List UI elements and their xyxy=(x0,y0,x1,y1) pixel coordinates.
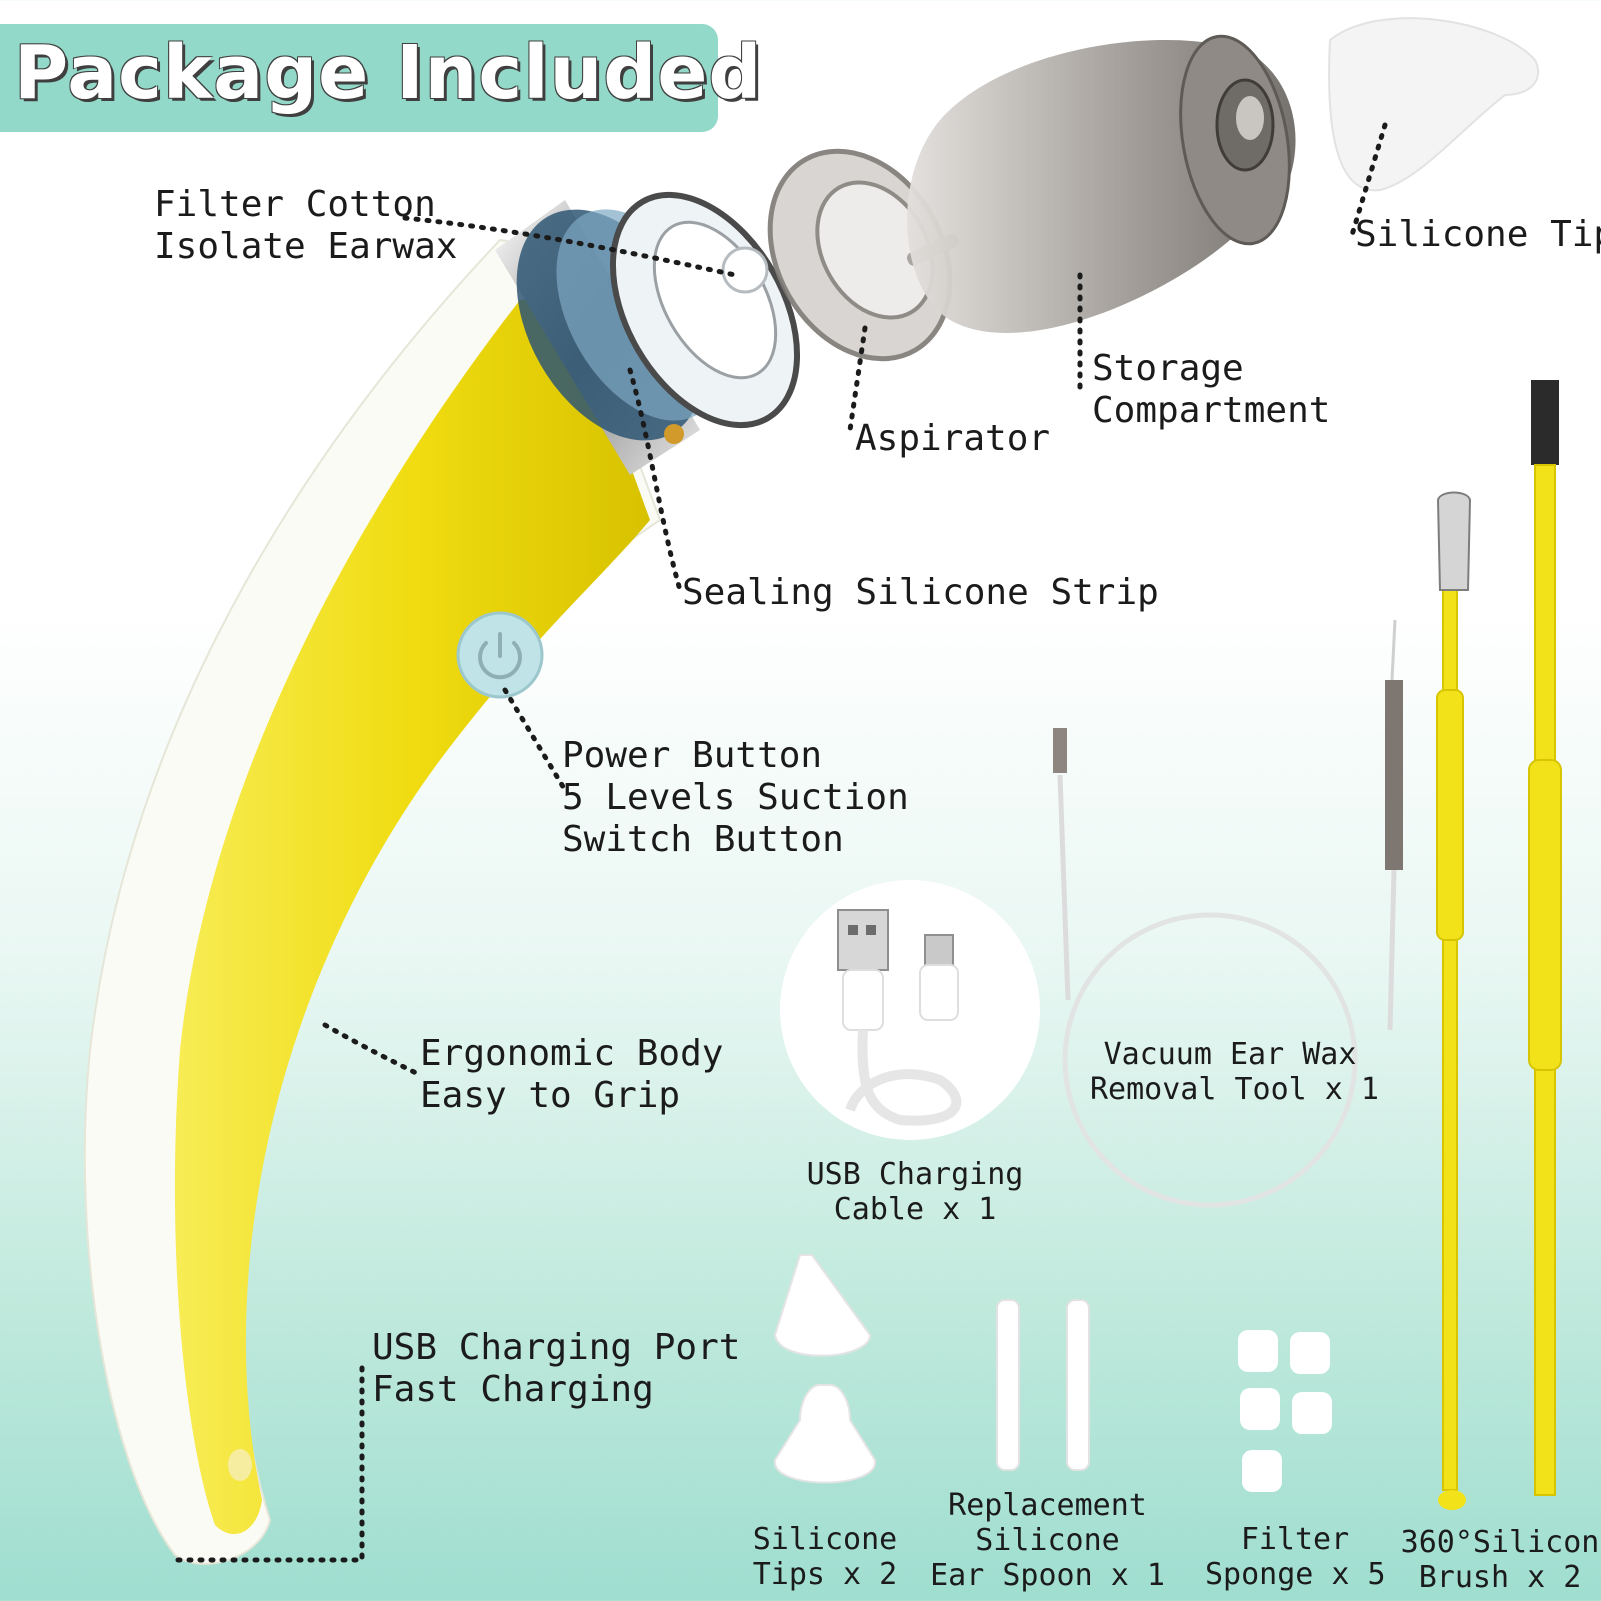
label-aspirator: Aspirator xyxy=(855,418,1051,459)
label-filter-cotton: Filter Cotton Isolate Earwax xyxy=(154,184,458,267)
filter-cup xyxy=(609,191,801,429)
storage-compartment xyxy=(907,34,1296,333)
silicone-tip-top xyxy=(1328,17,1540,192)
label-silicone-tips-set: Silicone Tips x 2 xyxy=(752,1522,898,1592)
label-vacuum-tool: Vacuum Ear Wax Removal Tool x 1 xyxy=(1090,1037,1379,1107)
label-usb-cable: USB Charging Cable x 1 xyxy=(806,1157,1024,1227)
silicone-tips-image xyxy=(773,1254,877,1484)
title-banner xyxy=(0,24,718,132)
label-power-button: Power Button 5 Levels Suction Switch But… xyxy=(562,735,909,860)
label-silicon-brush: 360°Silicon Brush x 2 xyxy=(1400,1525,1600,1595)
brush-images xyxy=(1436,380,1562,1510)
label-ear-spoon: Replacement Silicone Ear Spoon x 1 xyxy=(930,1488,1165,1593)
label-sealing-strip: Sealing Silicone Strip xyxy=(682,572,1159,613)
page-title: Package Included xyxy=(14,30,763,116)
filter-sponge-image xyxy=(1238,1330,1332,1492)
leader-lines xyxy=(175,122,1388,1563)
label-usb-charging-port: USB Charging Port Fast Charging xyxy=(372,1327,741,1410)
label-filter-sponge: Filter Sponge x 5 xyxy=(1205,1522,1386,1592)
label-silicone-tips: Silicone Tips xyxy=(1355,214,1601,255)
device-body xyxy=(83,238,662,1565)
ear-spoon-image xyxy=(996,1299,1090,1471)
usb-cable-image xyxy=(780,880,1040,1140)
aspirator-ring xyxy=(767,148,959,362)
label-ergonomic-body: Ergonomic Body Easy to Grip xyxy=(420,1033,724,1116)
vacuum-tool-image xyxy=(1053,619,1403,1208)
label-storage-compartment: Storage Compartment xyxy=(1092,348,1331,431)
